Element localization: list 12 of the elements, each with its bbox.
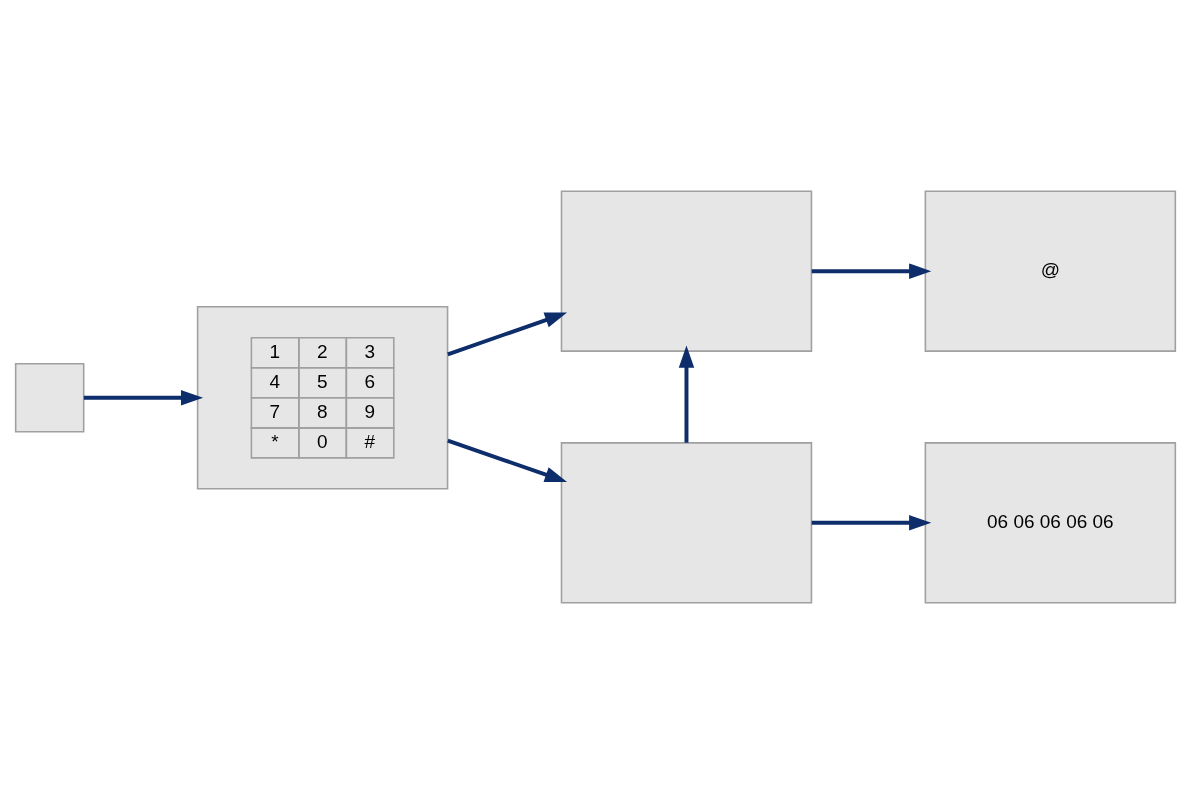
- node-box: [560, 190, 813, 352]
- node-box: [14, 363, 85, 433]
- arrow: [678, 345, 695, 443]
- arrow: [811, 263, 932, 279]
- node-box: 06 06 06 06 06: [924, 442, 1177, 604]
- arrow: [447, 438, 568, 483]
- node-box: [560, 442, 813, 604]
- arrow: [447, 312, 568, 357]
- node-box: @: [924, 190, 1177, 352]
- arrow: [83, 390, 204, 406]
- node-box: 1 2 3 4 5 6 7 8 9 * 0 #: [196, 306, 449, 490]
- arrow: [811, 515, 932, 531]
